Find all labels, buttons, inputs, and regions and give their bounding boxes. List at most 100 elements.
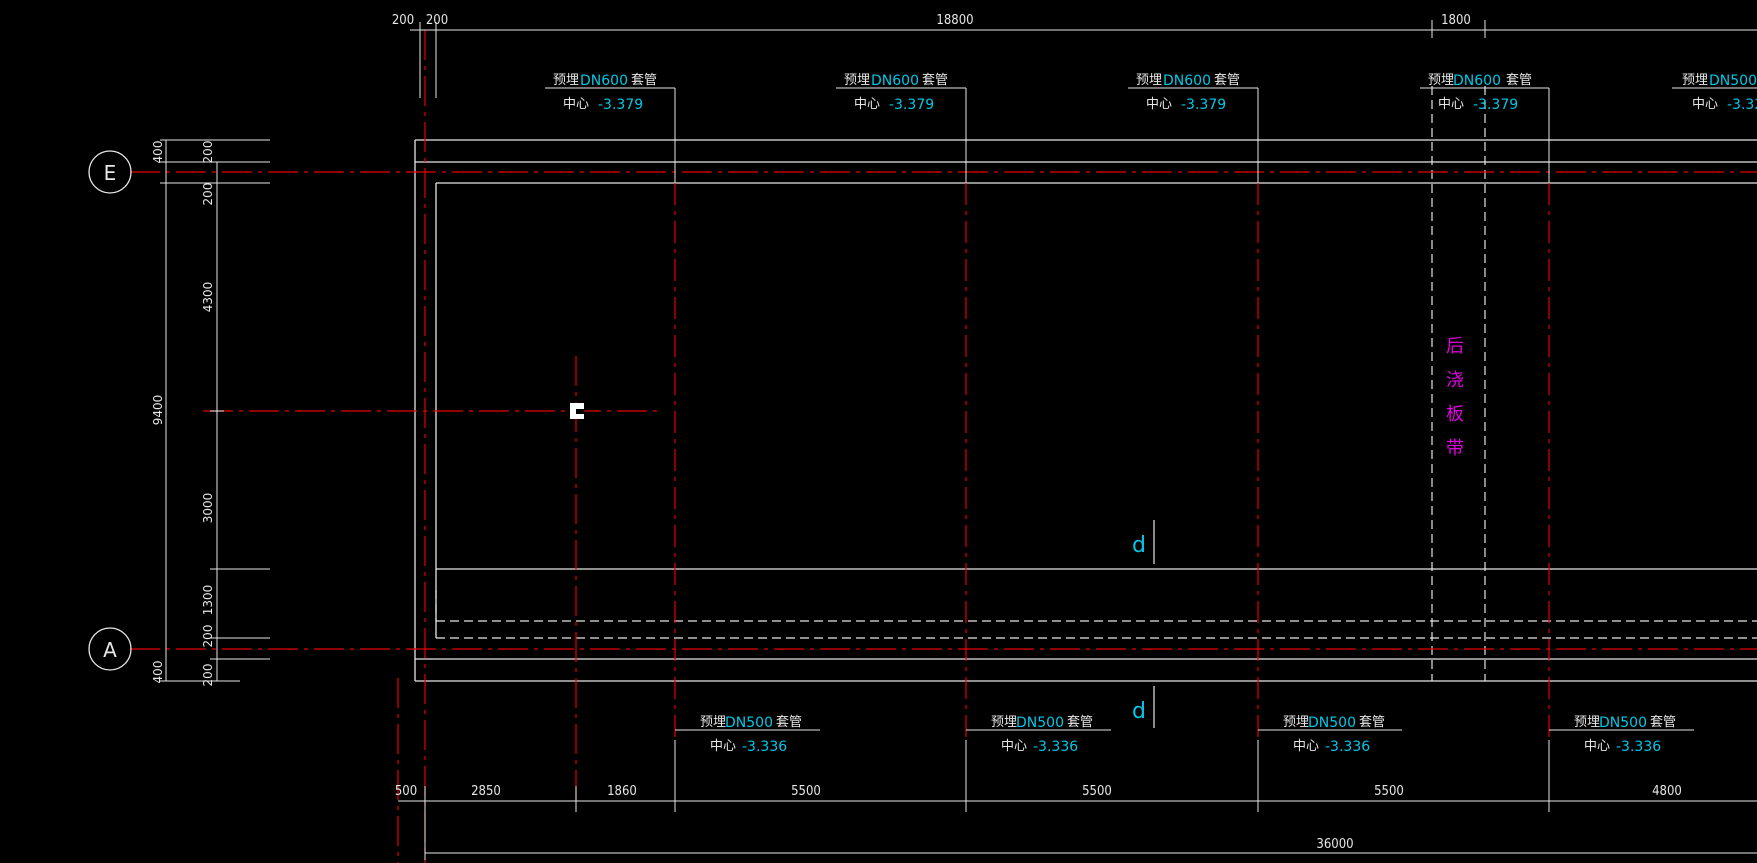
sleeve-dn: DN600	[580, 73, 628, 89]
sleeve-elevation: -3.336	[1033, 739, 1078, 755]
sleeve-dn: DN500	[1308, 715, 1356, 731]
axis-lines	[130, 30, 1757, 863]
axis-label-E: E	[104, 161, 117, 185]
sleeve-elevation: -3.379	[1181, 97, 1226, 113]
sleeve-center: 中心	[563, 97, 589, 112]
sleeve-center: 中心	[1001, 739, 1027, 754]
bottom-dimensions: 500 2850 1860 5500 5500 5500 4800 36000	[395, 784, 1682, 852]
section-mark-label: d	[1132, 533, 1146, 558]
sleeve-pre: 预埋	[1136, 73, 1162, 88]
sleeve-suffix: 套管	[1067, 714, 1093, 730]
dim-top-200-a: 200	[392, 13, 414, 28]
dim-bottom-5500-a: 5500	[791, 784, 821, 799]
sleeve-pre: 预埋	[844, 73, 870, 88]
sleeve-dn: DN500	[1599, 715, 1647, 731]
left-dimension-lines	[160, 139, 270, 682]
sleeve-suffix: 套管	[922, 72, 948, 88]
post-pour-char-1: 后	[1446, 336, 1464, 357]
sleeve-suffix: 套管	[1359, 714, 1385, 730]
sleeve-pre: 预埋	[991, 715, 1017, 730]
sleeve-elevation: -3.32	[1727, 97, 1757, 113]
sleeve-dn: DN600	[871, 73, 919, 89]
section-mark-label: d	[1132, 699, 1146, 724]
bottom-dimension-lines	[398, 740, 1757, 860]
sleeve-elevation: -3.379	[598, 97, 643, 113]
sleeve-center: 中心	[1438, 97, 1464, 112]
sleeve-label-top-1[interactable]: 预埋 DN600 套管 中心 -3.379	[553, 72, 657, 113]
post-pour-char-4: 带	[1446, 438, 1464, 459]
axis-label-A: A	[103, 638, 117, 662]
sleeve-suffix: 套管	[1506, 72, 1532, 88]
sleeve-center: 中心	[1146, 97, 1172, 112]
post-pour-strip-label[interactable]: 后 浇 板 带	[1446, 336, 1464, 459]
sleeve-suffix: 套管	[631, 72, 657, 88]
dim-1300: 1300	[201, 585, 215, 616]
dim-200-d: 200	[201, 664, 215, 687]
sleeve-elevation: -3.336	[742, 739, 787, 755]
sleeve-center: 中心	[1692, 97, 1718, 112]
sleeve-elevation: -3.379	[1473, 97, 1518, 113]
dim-top-1800: 1800	[1441, 13, 1471, 28]
sleeve-label-bottom-3[interactable]: 预埋 DN500 套管 中心 -3.336	[1283, 714, 1385, 755]
sleeve-label-bottom-4[interactable]: 预埋 DN500 套管 中心 -3.336	[1574, 714, 1676, 755]
dim-bottom-5500-c: 5500	[1374, 784, 1404, 799]
sleeve-pre: 预埋	[1283, 715, 1309, 730]
sleeve-label-bottom-2[interactable]: 预埋 DN500 套管 中心 -3.336	[991, 714, 1093, 755]
hidden-lines	[435, 86, 1757, 681]
dim-400-top: 400	[151, 141, 165, 164]
sleeve-suffix: 套管	[1214, 72, 1240, 88]
sleeve-label-top-2[interactable]: 预埋 DN600 套管 中心 -3.379	[844, 72, 948, 113]
sleeve-pre: 预埋	[1574, 715, 1600, 730]
sleeve-dn: DN600	[1163, 73, 1211, 89]
sleeve-label-top-3[interactable]: 预埋 DN600 套管 中心 -3.379	[1136, 72, 1240, 113]
sleeve-pre: 预埋	[553, 73, 579, 88]
post-pour-char-3: 板	[1446, 404, 1464, 425]
sleeve-leaders-top	[545, 87, 1757, 183]
sleeve-center: 中心	[854, 97, 880, 112]
dim-bottom-4800: 4800	[1652, 784, 1682, 799]
sleeve-center: 中心	[1293, 739, 1319, 754]
sleeve-dn: DN500	[725, 715, 773, 731]
sleeve-label-top-5[interactable]: 预埋 DN500 中心 -3.32	[1682, 73, 1757, 113]
dim-4300: 4300	[201, 282, 215, 313]
top-dimension-lines	[410, 20, 1757, 98]
post-pour-char-2: 浇	[1446, 370, 1464, 391]
dim-bottom-2850: 2850	[471, 784, 501, 799]
dim-200-b: 200	[201, 183, 215, 206]
section-mark-lower[interactable]: d	[1132, 686, 1155, 728]
sleeve-elevation: -3.336	[1325, 739, 1370, 755]
section-mark-upper[interactable]: d	[1132, 520, 1155, 564]
dim-bottom-500: 500	[395, 784, 417, 799]
left-dimensions: 400 200 200 4300 9400 3000 1300 200 200 …	[151, 141, 215, 687]
dim-total-36000: 36000	[1316, 837, 1353, 852]
sleeve-suffix: 套管	[776, 714, 802, 730]
wall-outlines	[414, 139, 1757, 682]
sleeve-pre: 预埋	[700, 715, 726, 730]
dim-200-c: 200	[201, 625, 215, 648]
sleeve-dn: DN600	[1453, 73, 1501, 89]
dim-bottom-1860: 1860	[607, 784, 637, 799]
sleeve-pre: 预埋	[1428, 73, 1454, 88]
axis-bubble-A[interactable]: A	[88, 627, 132, 671]
top-dimensions: 200 200 18800 1800	[392, 13, 1471, 28]
sleeve-center: 中心	[1584, 739, 1610, 754]
sleeve-pre: 预埋	[1682, 73, 1708, 88]
dim-bottom-5500-b: 5500	[1082, 784, 1112, 799]
sleeve-label-top-4[interactable]: 预埋 DN600 套管 中心 -3.379	[1428, 72, 1532, 113]
sleeve-dn: DN500	[1016, 715, 1064, 731]
dim-top-200-b: 200	[426, 13, 448, 28]
dim-top-18800: 18800	[936, 13, 973, 28]
dim-9400: 9400	[151, 395, 165, 426]
sleeve-label-bottom-1[interactable]: 预埋 DN500 套管 中心 -3.336	[700, 714, 802, 755]
sleeve-elevation: -3.379	[889, 97, 934, 113]
sleeve-elevation: -3.336	[1616, 739, 1661, 755]
sleeve-dn: DN500	[1709, 73, 1757, 89]
dim-200-a: 200	[201, 141, 215, 164]
axis-bubble-E[interactable]: E	[88, 150, 132, 194]
dim-3000: 3000	[201, 493, 215, 524]
sleeve-suffix: 套管	[1650, 714, 1676, 730]
sleeve-center: 中心	[710, 739, 736, 754]
dim-400-bottom: 400	[151, 661, 165, 684]
